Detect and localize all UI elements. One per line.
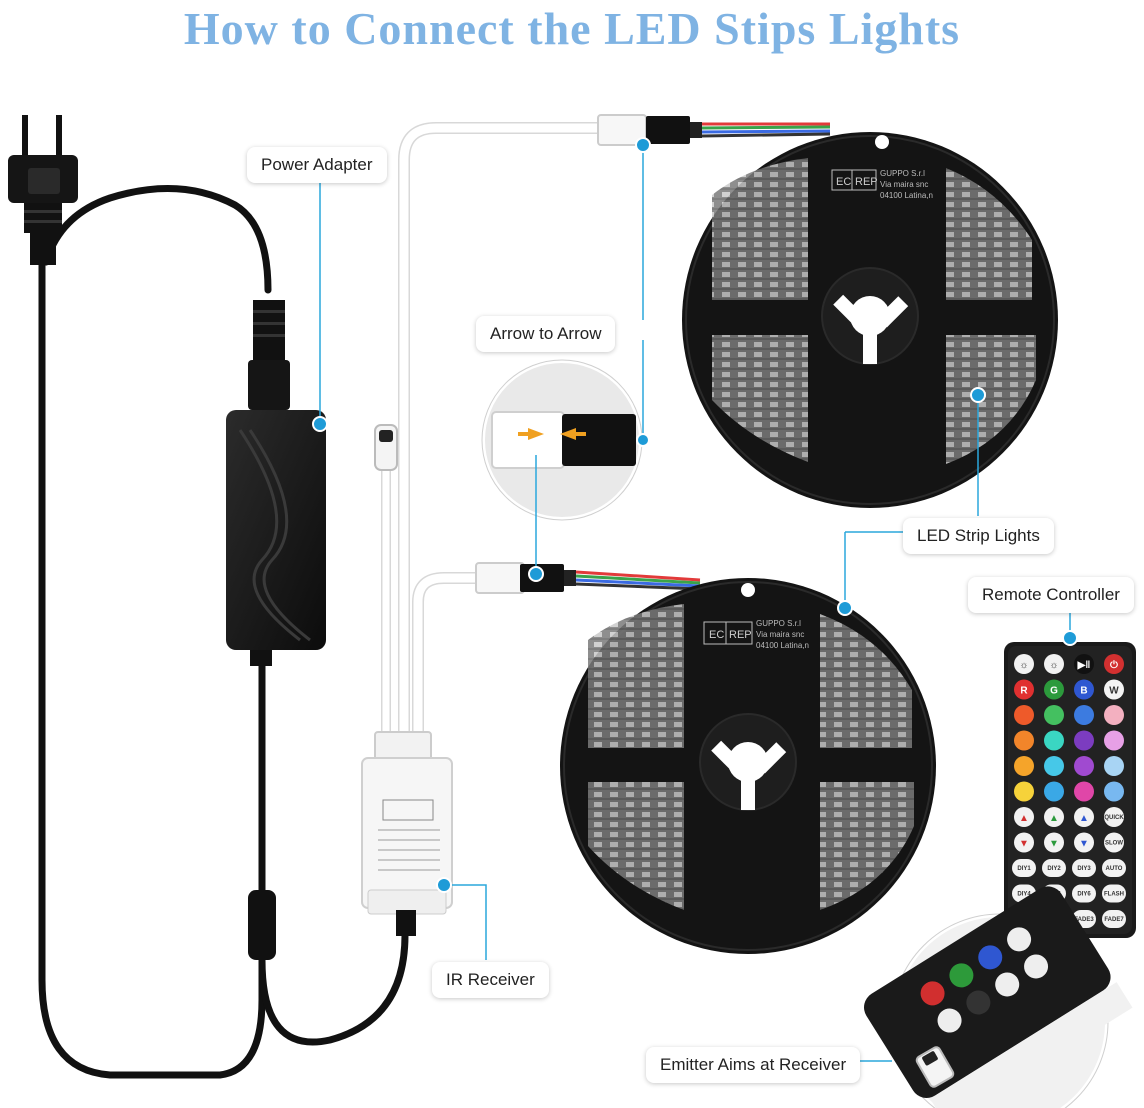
remote-button-label: W [1109,686,1119,697]
remote-button [1104,782,1124,802]
remote-button [1014,756,1034,776]
remote-button [1014,782,1034,802]
led-reel-icon [682,132,1058,508]
ir-receiver-label: IR Receiver [432,962,549,998]
remote-button-label: QUICK [1104,815,1124,821]
remote-button-label: ☼ [1049,660,1058,671]
remote-button-label: DIY3 [1077,866,1091,872]
led-strip-lights-label: LED Strip Lights [903,518,1054,554]
remote-button-label: R [1020,686,1028,697]
rgb-wire-top [702,124,830,136]
power-plug-icon [8,115,78,265]
remote-button-label: ▲ [1079,813,1089,824]
arrow-zoom-inset [482,360,642,520]
remote-button-label: FLASH [1104,892,1124,898]
remote-icon: ☼ ☼ ▶‖ ⏻ R G B W ▲ ▲ ▲ QUICK ▼ ▼ ▼ SLOW DIY1 DIY2 DIY3 AUTO… [1004,642,1136,938]
emitter-label: Emitter Aims at Receiver [646,1047,860,1083]
reel-ec-label: EC [709,629,724,641]
remote-button [1044,731,1064,751]
reel-maker-line1: GUPPO S.r.l [756,619,801,628]
reel-maker-line1: GUPPO S.r.l [880,169,925,178]
remote-button-label: DIY1 [1017,866,1031,872]
control-box-icon [362,732,452,936]
remote-button-label: ▲ [1019,813,1029,824]
rgb-wire-bottom [576,572,700,589]
remote-button [1074,782,1094,802]
remote-button [1014,731,1034,751]
reel-maker-line2: Via maira snc [880,180,928,189]
remote-button [1104,756,1124,776]
remote-button-label: ▼ [1079,839,1089,850]
power-adapter-label: Power Adapter [247,147,387,183]
remote-button-label: FADE7 [1104,917,1124,923]
remote-button [1104,731,1124,751]
remote-button-label: ▶‖ [1077,660,1091,671]
remote-button-label: ☼ [1019,660,1028,671]
arrow-to-arrow-label: Arrow to Arrow [476,316,615,352]
remote-controller-label: Remote Controller [968,577,1134,613]
remote-button-label: B [1080,686,1087,697]
connector-icon [476,563,576,593]
reel-rep-label: REP [729,629,752,641]
remote-button-label: DIY6 [1077,892,1091,898]
reel-ec-label: EC [836,176,851,188]
remote-button [1074,756,1094,776]
remote-button-label: ▲ [1049,813,1059,824]
remote-button-label: ▼ [1049,839,1059,850]
power-adapter-icon [226,300,326,960]
remote-button [1074,705,1094,725]
reel-maker-line3: 04100 Latina,n [756,641,809,650]
remote-button [1074,731,1094,751]
ir-receiver-icon [375,425,397,470]
reel-rep-label: REP [855,176,878,188]
remote-button-label: ⏻ [1110,659,1118,671]
remote-button [1044,705,1064,725]
remote-button [1014,705,1034,725]
remote-button-label: DIY2 [1047,866,1061,872]
remote-button-label: ▼ [1019,839,1029,850]
remote-button-label: G [1050,686,1058,697]
remote-button [1104,705,1124,725]
remote-button-label: SLOW [1105,841,1123,847]
remote-button [1044,756,1064,776]
connector-icon [598,115,702,145]
reel-maker-line2: Via maira snc [756,630,804,639]
remote-button-label: AUTO [1106,866,1123,872]
reel-maker-line3: 04100 Latina,n [880,191,933,200]
remote-button [1044,782,1064,802]
power-cable [42,189,405,1075]
